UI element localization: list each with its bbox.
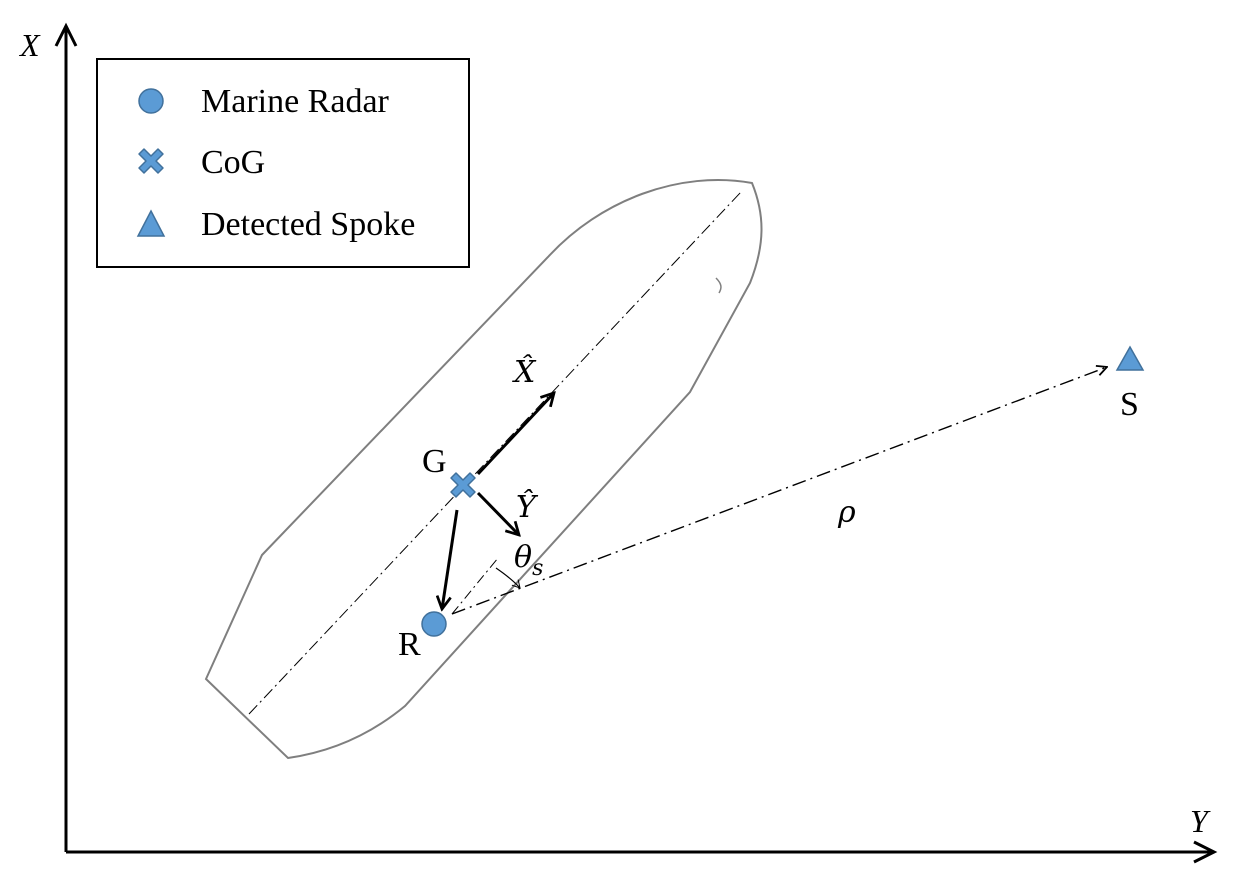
x-hat-label: X̂: [512, 355, 537, 390]
y-hat-label: Ŷ: [516, 489, 539, 525]
x-axis-arrowhead: [54, 22, 78, 47]
points: G R S: [398, 345, 1145, 663]
ship: [204, 179, 763, 760]
y-hat-vector: [476, 491, 519, 535]
cog-label: G: [422, 443, 447, 480]
body-frame-vectors: X̂ Ŷ: [442, 355, 554, 609]
theta-angle-arc: [495, 567, 521, 589]
legend-label-marine-radar: Marine Radar: [201, 83, 390, 120]
spoke-label: S: [1120, 386, 1139, 423]
detected-spoke-marker-icon: [136, 209, 166, 237]
ship-bow-detail: [715, 277, 722, 294]
legend-label-cog: CoG: [201, 144, 265, 181]
ship-centerline: [248, 191, 742, 715]
range-rho-line: [451, 367, 1107, 615]
radar-label: R: [398, 626, 421, 663]
legend: Marine Radar CoG Detected Spoke: [96, 58, 470, 268]
x-hat-vector: [476, 393, 554, 476]
cog-marker-icon: [138, 148, 164, 174]
marine-radar-marker-icon: [138, 88, 164, 114]
ship-hull-outline: [204, 179, 763, 760]
theta-subscript: s: [532, 556, 543, 581]
rho-label: ρ: [837, 495, 856, 530]
y-axis-label: Y: [1190, 803, 1211, 839]
legend-item-marine-radar: Marine Radar: [138, 83, 390, 120]
theta-s-label: θs: [514, 540, 543, 581]
radar-marker: [421, 611, 447, 637]
global-axes: X Y: [18, 22, 1218, 864]
detected-spoke-marker: [1115, 345, 1145, 371]
legend-item-cog: CoG: [138, 144, 265, 181]
range-and-bearing: θs ρ: [451, 367, 1107, 615]
cog-to-radar-vector: [442, 509, 459, 609]
legend-item-detected-spoke: Detected Spoke: [136, 206, 415, 243]
x-axis-label: X: [18, 27, 41, 63]
y-axis-arrowhead: [1193, 840, 1218, 864]
radar-heading-line: [451, 557, 499, 615]
cog-marker: [450, 472, 476, 498]
theta-symbol: θ: [514, 540, 532, 575]
legend-label-detected-spoke: Detected Spoke: [201, 206, 415, 243]
